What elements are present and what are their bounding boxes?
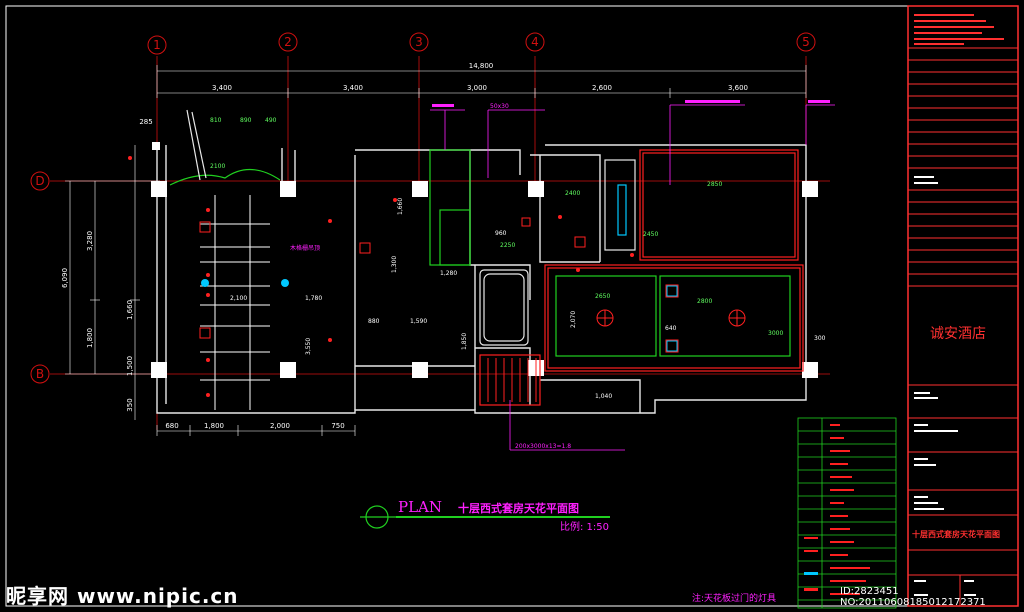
- svg-text:1,850: 1,850: [461, 333, 468, 350]
- axis-label-2: 2: [284, 35, 292, 49]
- svg-text:880: 880: [368, 318, 380, 325]
- dim-bay-2: 3,400: [343, 84, 363, 92]
- plan-label: PLAN: [398, 498, 442, 516]
- downlights: [128, 156, 634, 397]
- axis-label-3: 3: [415, 35, 423, 49]
- svg-text:2650: 2650: [595, 293, 610, 300]
- svg-text:1,280: 1,280: [440, 270, 457, 277]
- dim-left-lower: 1,800: [86, 328, 94, 348]
- dim-left-part-1: 1,660: [126, 300, 134, 320]
- axis-label-b: B: [36, 367, 44, 381]
- diagonal-wall: [186, 109, 207, 181]
- cyan-lights: [201, 279, 289, 287]
- blue-boxes: [666, 285, 678, 352]
- svg-text:2800: 2800: [697, 298, 712, 305]
- plan-title: 十层西式套房天花平面图: [458, 501, 579, 515]
- bottom-dimensions: [156, 425, 356, 436]
- inner-dimensions: 810 890 490 2100 2,100 1,780 880 1,590 1…: [210, 117, 826, 400]
- columns: [151, 142, 818, 378]
- top-dimensions: [156, 65, 807, 98]
- dim-bottom-2: 1,800: [204, 422, 224, 430]
- dim-bay-1: 3,400: [212, 84, 232, 92]
- axis-label-1: 1: [153, 38, 161, 52]
- left-dimensions: [65, 145, 160, 420]
- svg-text:890: 890: [240, 117, 252, 124]
- hotel-name: 诚安酒店: [930, 326, 986, 342]
- svg-text:490: 490: [265, 117, 277, 124]
- watermark-id: ID:2823451 NO:20110608185012172371: [840, 586, 986, 608]
- svg-text:810: 810: [210, 117, 222, 124]
- dim-left-part-2: 1,500: [126, 356, 134, 376]
- title-block: [907, 5, 1019, 607]
- svg-text:1,590: 1,590: [410, 318, 427, 325]
- curtain-curve: [169, 168, 281, 186]
- dim-left-overall: 6,090: [61, 268, 69, 288]
- watermark-site: 昵享网 www.nipic.cn: [6, 584, 239, 608]
- ceiling-outlines: [429, 149, 804, 406]
- svg-text:2250: 2250: [500, 242, 515, 249]
- dim-overall: 14,800: [469, 62, 494, 70]
- wood-note: 木格栅吊顶: [290, 244, 320, 252]
- svg-text:1,300: 1,300: [391, 256, 398, 273]
- svg-text:1,040: 1,040: [595, 393, 612, 400]
- ceiling-note: 注:天花板过门的灯具: [692, 592, 776, 604]
- plan-scale: 比例: 1:50: [560, 520, 609, 533]
- callout-b: 200x3000x13=1.8: [515, 443, 571, 450]
- dim-left-edge-top: 285: [139, 118, 152, 126]
- dim-left-upper: 3,280: [86, 231, 94, 251]
- dim-left-edge-bottom: 350: [126, 398, 134, 411]
- svg-text:640: 640: [665, 325, 677, 332]
- legend-table: [797, 417, 897, 609]
- drawing-name: 十层西式套房天花平面图: [912, 529, 1000, 539]
- fan-fixtures: [596, 309, 746, 327]
- left-room-fixtures: [200, 195, 270, 410]
- callouts: [430, 104, 835, 451]
- axis-label-5: 5: [802, 35, 810, 49]
- dim-bottom-3: 2,000: [270, 422, 290, 430]
- svg-text:2,070: 2,070: [570, 311, 577, 328]
- axis-bubbles: [30, 32, 816, 384]
- callout-a: 50x30: [490, 103, 509, 110]
- svg-text:1,660: 1,660: [397, 198, 404, 215]
- svg-text:960: 960: [495, 230, 507, 237]
- svg-text:2450: 2450: [643, 231, 658, 238]
- axis-label-d: D: [35, 174, 44, 188]
- svg-text:3000: 3000: [768, 330, 783, 337]
- svg-text:2850: 2850: [707, 181, 722, 188]
- dim-bay-4: 2,600: [592, 84, 612, 92]
- axis-label-4: 4: [531, 35, 539, 49]
- svg-text:1,780: 1,780: [305, 295, 322, 302]
- dim-bay-5: 3,600: [728, 84, 748, 92]
- plan-title-block: PLAN 十层西式套房天花平面图 比例: 1:50: [360, 498, 610, 533]
- svg-text:2400: 2400: [565, 190, 580, 197]
- dim-bottom-1: 680: [165, 422, 178, 430]
- svg-text:300: 300: [814, 335, 826, 342]
- dim-bay-3: 3,000: [467, 84, 487, 92]
- svg-text:3,550: 3,550: [305, 338, 312, 355]
- svg-text:2,100: 2,100: [230, 295, 247, 302]
- light-fixtures: [199, 217, 679, 353]
- dim-bottom-4: 750: [331, 422, 344, 430]
- slat-ceiling: [487, 358, 537, 402]
- svg-text:2100: 2100: [210, 163, 225, 170]
